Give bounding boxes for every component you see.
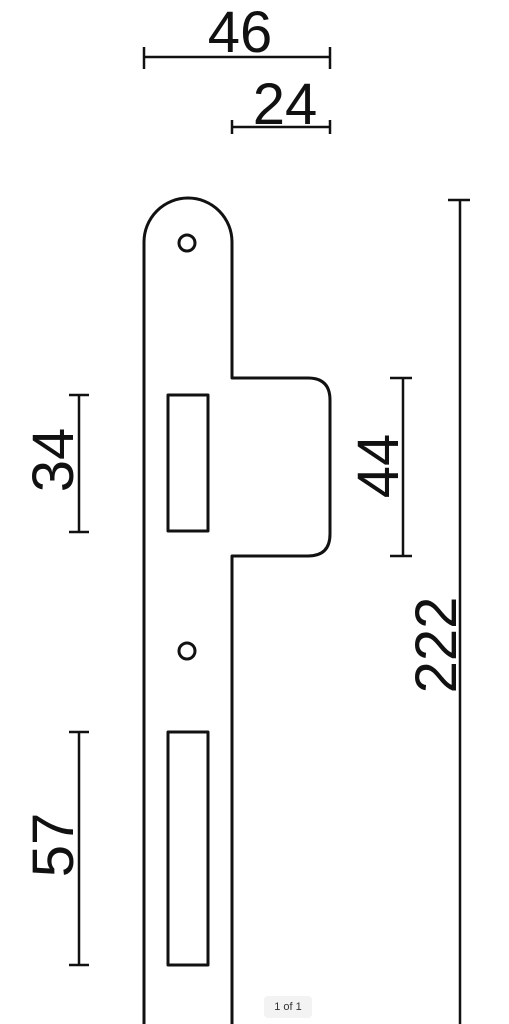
dimension-label-latch-opening: 34 [21,428,86,493]
latch-opening [166,393,210,533]
bolt-opening [166,730,210,967]
screw-hole-top [177,233,197,253]
dimension-line-bolt-opening [69,730,89,967]
dimension-label-total-length: 222 [404,597,469,694]
dimension-label-faceplate-width: 24 [253,72,318,137]
dimension-line-total-width [142,47,332,69]
dimension-line-total-length [448,198,470,1024]
screw-hole-middle [177,641,197,661]
dimension-line-latch-opening [69,393,89,534]
page-indicator: 1 of 1 [264,996,312,1018]
strike-plate-outline [142,196,332,1024]
dimension-label-total-width: 46 [208,0,273,65]
dimension-line-tab-height [390,376,412,558]
dimension-label-bolt-opening: 57 [21,813,86,878]
dimension-line-faceplate-width [230,120,332,134]
dimension-label-tab-height: 44 [346,434,411,499]
